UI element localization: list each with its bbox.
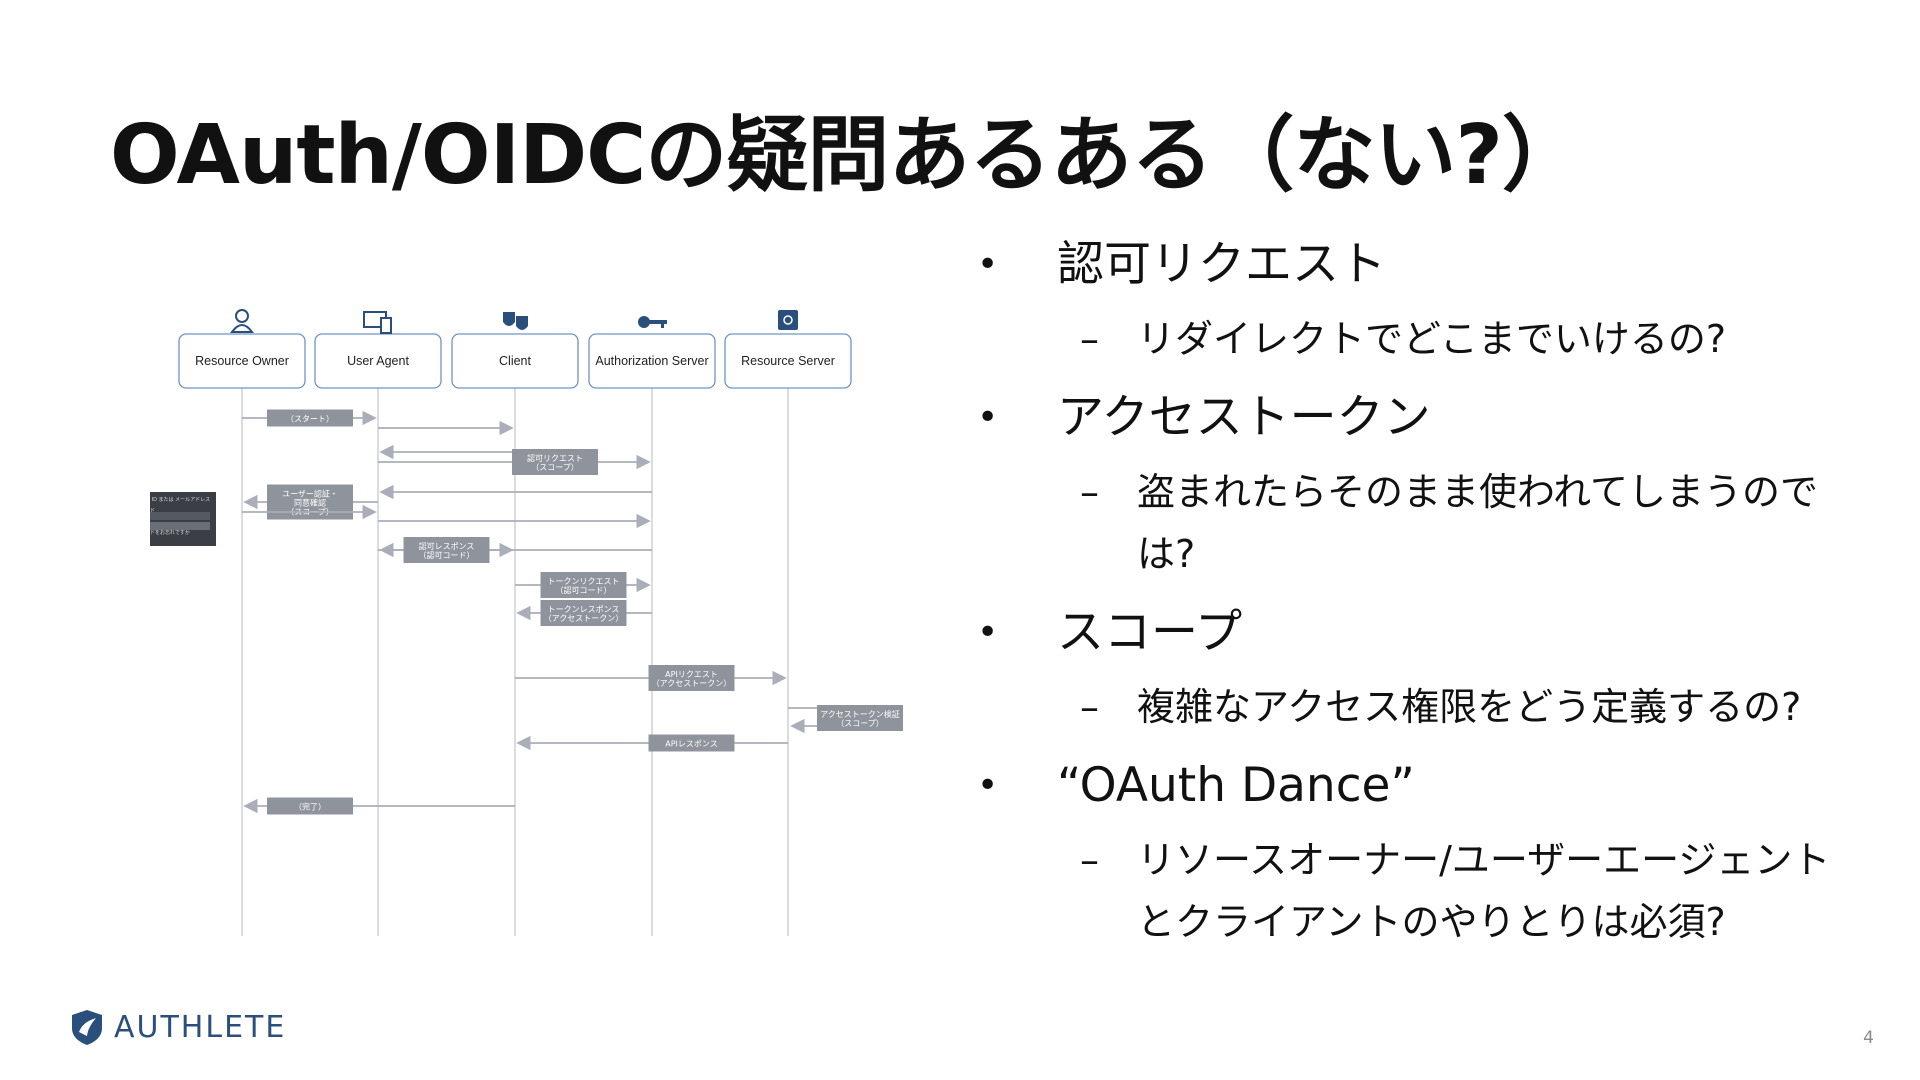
- message-label: 認可レスポンス: [419, 541, 475, 551]
- sub-bullet-text: リソースオーナー/ユーザーエージェントとクライアントのやりとりは必須?: [1137, 838, 1831, 944]
- actor-box: [451, 333, 579, 389]
- actor-label: Resource Owner: [195, 354, 289, 368]
- safe-icon: [778, 310, 798, 330]
- dash-marker: –: [1080, 317, 1099, 361]
- message-label: （スコープ）: [531, 463, 579, 472]
- bullet-dot: •: [977, 612, 999, 653]
- devices-icon: [363, 311, 392, 334]
- sub-bullet-text: 盗まれたらそのまま使われてしまうのでは?: [1137, 470, 1818, 576]
- message-label-box: [403, 537, 490, 563]
- message-label-box: [648, 734, 735, 752]
- actor-box: [588, 333, 716, 389]
- login-button: [150, 522, 210, 530]
- bullet-text: 認可リクエスト: [1057, 237, 1386, 292]
- message-label: （アクセストークン）: [544, 614, 624, 623]
- message-label: アクセストークン検証: [820, 709, 900, 719]
- bullet-text: スコープ: [1057, 605, 1243, 660]
- message-label: （完了）: [294, 802, 326, 812]
- actor-label: Resource Server: [741, 354, 835, 368]
- dash-marker: –: [1080, 685, 1099, 729]
- slide-title: OAuth/OIDCの疑問あるある（ない?）: [110, 108, 1584, 203]
- authlete-logo: AUTHLETE: [68, 1008, 286, 1046]
- message-label: （認可コード）: [556, 585, 612, 595]
- message-label-box: [267, 409, 353, 427]
- actor-label: Authorization Server: [595, 354, 708, 368]
- sub-bullet-item: –リソースオーナー/ユーザーエージェントとクライアントのやりとりは必須?: [975, 829, 1835, 953]
- bullet-dot: •: [977, 244, 999, 285]
- sub-bullet-item: –複雑なアクセス権限をどう定義するの?: [975, 676, 1835, 738]
- actor-label: User Agent: [347, 354, 409, 368]
- actor-box: [178, 333, 306, 389]
- shield-logo-icon: [72, 1010, 102, 1045]
- message-label-box: [540, 600, 627, 626]
- message-label-box: [817, 705, 903, 731]
- message-label: （スコープ）: [836, 719, 884, 728]
- bullet-item: • “OAuth Dance”: [975, 756, 1835, 816]
- key-icon: [638, 316, 667, 328]
- message-label: ユーザー認証・: [282, 489, 338, 499]
- actor-box: [724, 333, 852, 389]
- message-label: （スタート）: [286, 415, 334, 424]
- message-label: トークンレスポンス: [548, 605, 620, 614]
- masks-icon: [503, 312, 528, 330]
- bullet-text: アクセストークン: [1057, 390, 1431, 445]
- actor-label: Client: [499, 354, 531, 368]
- message-label: （アクセストークン）: [652, 679, 732, 688]
- login-panel-text: パスワードをお忘れですか: [150, 529, 190, 536]
- actor-box: [314, 333, 442, 389]
- message-label-box: [267, 484, 353, 520]
- person-icon: [230, 309, 254, 333]
- page-number: 4: [1863, 1028, 1874, 1048]
- login-panel-text: パスワード: [150, 508, 155, 514]
- message-label-box: [648, 665, 735, 691]
- sub-bullet-item: –盗まれたらそのまま使われてしまうのでは?: [975, 461, 1835, 585]
- message-label: APIレスポンス: [665, 740, 718, 749]
- bullet-dot: •: [977, 397, 999, 438]
- message-label-box: [540, 572, 627, 598]
- logo-text: AUTHLETE: [114, 1009, 287, 1045]
- sequence-diagram: Resource Owner User Agent Client Authorizat…: [150, 309, 903, 936]
- sub-bullet-item: –リダイレクトでどこまでいけるの?: [975, 308, 1835, 370]
- message-label: トークンリクエスト: [548, 577, 620, 586]
- message-label: APIリクエスト: [665, 670, 718, 679]
- message-label: 同意確認: [294, 498, 326, 508]
- bullet-text: “OAuth Dance”: [1057, 758, 1415, 813]
- message-label-box: [267, 797, 353, 815]
- sub-bullet-text: 複雑なアクセス権限をどう定義するの?: [1137, 685, 1802, 729]
- message-label: （認可コード）: [419, 550, 475, 560]
- bullet-list: •認可リクエスト –リダイレクトでどこまでいけるの? •アクセストークン –盗ま…: [975, 235, 1835, 971]
- bullet-item: • アクセストークン: [975, 388, 1835, 448]
- password-field: [150, 512, 210, 520]
- sub-bullet-text: リダイレクトでどこまでいけるの?: [1137, 317, 1727, 361]
- bullet-dot: •: [977, 765, 999, 806]
- message-label-box: [512, 449, 598, 475]
- message-label: 認可リクエスト: [527, 453, 583, 463]
- dash-marker: –: [1080, 838, 1099, 882]
- bullet-item: • 認可リクエスト: [975, 235, 1835, 295]
- login-panel-text: ログイン ID または メールアドレス: [150, 496, 210, 503]
- dash-marker: –: [1080, 470, 1099, 514]
- bullet-item: • スコープ: [975, 603, 1835, 663]
